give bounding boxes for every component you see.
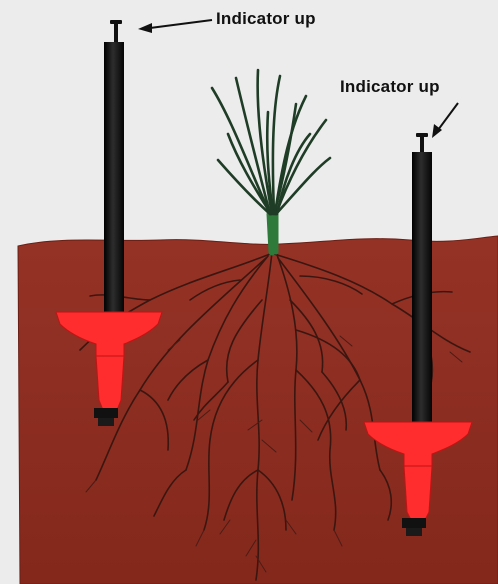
left-callout-arrow [138,20,212,33]
right-indicator-pin [420,136,424,154]
grass-plant-icon [212,70,330,252]
left-probe-body [96,356,124,410]
left-indicator-pin [114,22,118,44]
right-indicator-label: Indicator up [340,77,440,97]
right-probe-body [404,466,432,520]
right-probe-tip [402,518,426,528]
right-callout-arrow [432,103,458,138]
left-indicator-label: Indicator up [216,9,316,29]
left-probe-tip [94,408,118,418]
right-probe-shaft [412,152,432,424]
left-probe-shaft [104,42,124,316]
